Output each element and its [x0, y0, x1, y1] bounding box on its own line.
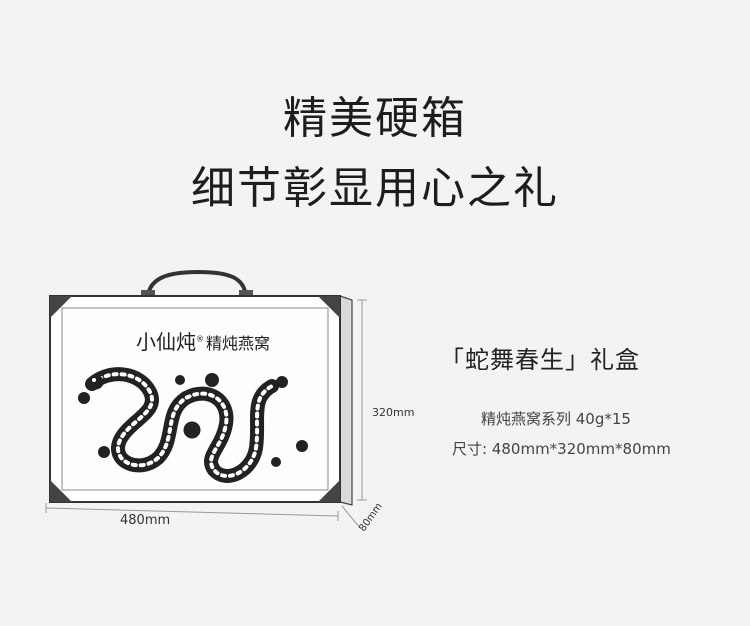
corner-top-right	[318, 296, 340, 318]
box-side	[339, 295, 353, 506]
product-size: 尺寸: 480mm*320mm*80mm	[452, 440, 671, 458]
snake-papercut	[85, 367, 279, 483]
box-brand-mark: ®	[196, 334, 204, 344]
product-title: 「蛇舞春生」礼盒	[440, 346, 640, 374]
headline-line-1: 精美硬箱	[283, 93, 467, 144]
box-brand-name: 小仙炖	[136, 330, 196, 354]
flower-ornaments	[78, 373, 308, 467]
dim-line-depth	[341, 505, 361, 529]
headline-line-2: 细节彰显用心之礼	[191, 163, 559, 214]
box-handle	[146, 269, 248, 297]
corner-bottom-left	[50, 480, 72, 502]
box-brand-sub: 精炖燕窝	[206, 334, 271, 353]
dim-line-width	[45, 507, 339, 517]
height-label: 320mm	[372, 406, 415, 419]
corner-bottom-right	[318, 480, 340, 502]
product-spec: 精炖燕窝系列 40g*15	[481, 410, 631, 428]
handle-clip-left	[141, 290, 155, 298]
width-label: 480mm	[120, 513, 171, 528]
box-brand: 小仙炖®精炖燕窝	[136, 326, 270, 355]
corner-top-left	[50, 296, 72, 318]
handle-clip-right	[239, 290, 253, 298]
